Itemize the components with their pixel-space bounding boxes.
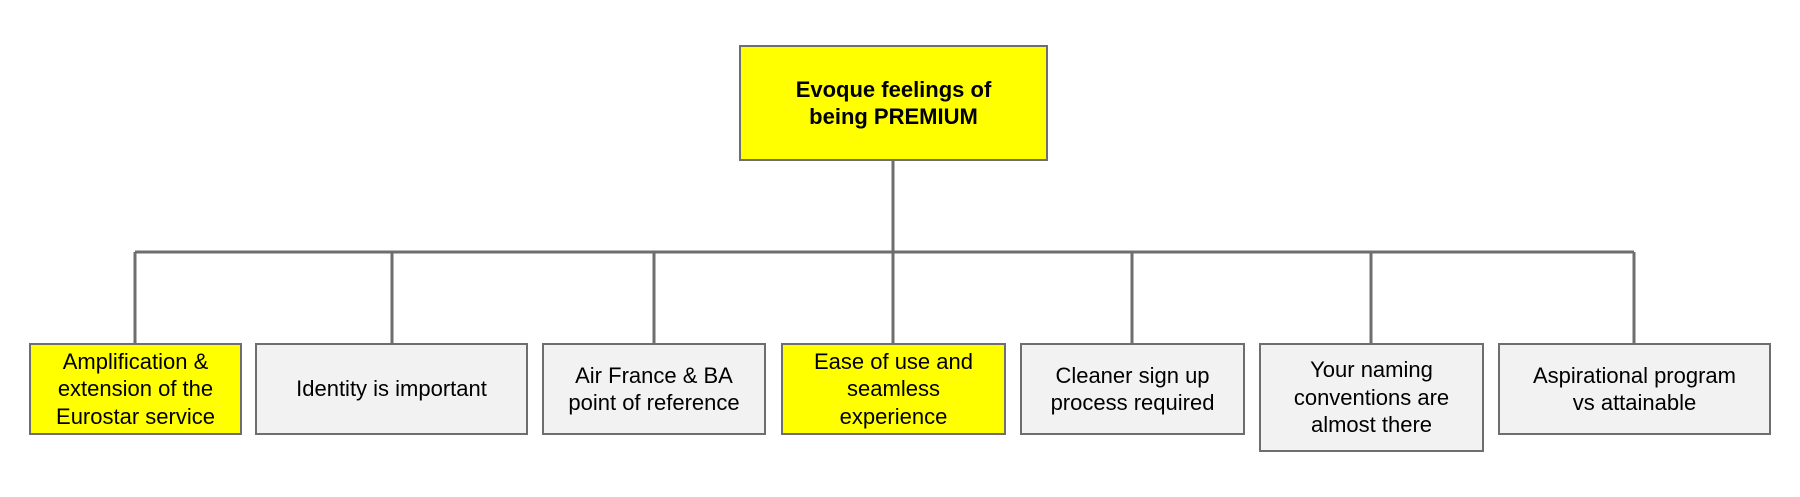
child-node-1-label: Amplification & extension of the Eurosta… — [56, 348, 215, 429]
child-node-5: Cleaner sign up process required — [1020, 343, 1245, 435]
root-node-label: Evoque feelings of being PREMIUM — [795, 76, 992, 130]
child-node-2: Identity is important — [255, 343, 528, 435]
child-node-6-label: Your naming conventions are almost there — [1293, 357, 1450, 438]
child-node-1: Amplification & extension of the Eurosta… — [29, 343, 242, 435]
child-node-7-label: Aspirational program vs attainable — [1533, 362, 1736, 416]
child-node-5-label: Cleaner sign up process required — [1050, 362, 1215, 416]
child-node-3-label: Air France & BA point of reference — [568, 362, 740, 416]
child-node-4-label: Ease of use and seamless experience — [813, 348, 973, 429]
child-node-6: Your naming conventions are almost there — [1259, 343, 1484, 452]
child-node-3: Air France & BA point of reference — [542, 343, 766, 435]
child-node-2-label: Identity is important — [296, 376, 487, 402]
root-node: Evoque feelings of being PREMIUM — [739, 45, 1048, 161]
child-node-4: Ease of use and seamless experience — [781, 343, 1006, 435]
child-node-7: Aspirational program vs attainable — [1498, 343, 1771, 435]
